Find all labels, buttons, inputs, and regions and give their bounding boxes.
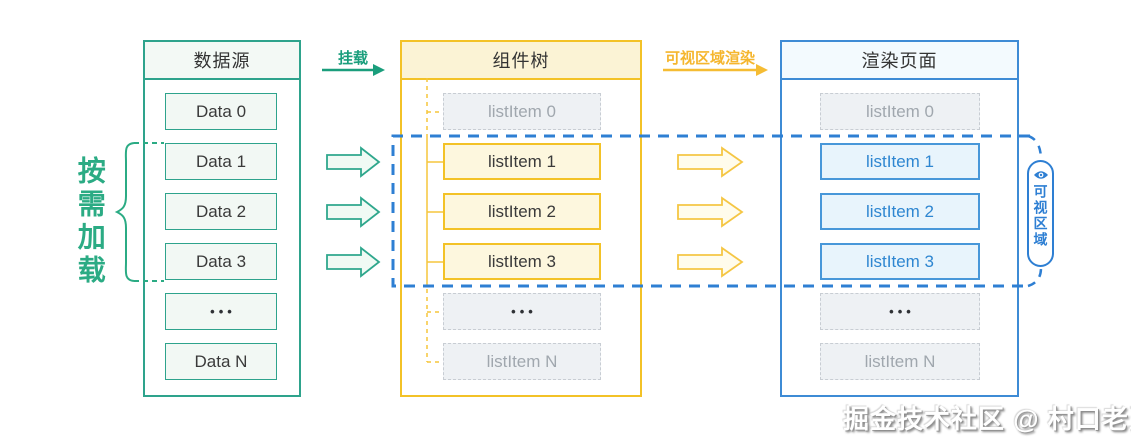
data-source-item-2: Data 2 [165,193,277,230]
render-item-3: listItem 3 [820,243,980,280]
on-demand-load-label: 按需加载 [74,156,106,288]
render-flow-arrow-3 [677,246,744,278]
data-source-item-n: Data N [165,343,277,380]
visible-area-connector-bottom [1027,267,1043,288]
data-source-title: 数据源 [145,42,299,80]
watermark: 掘金技术社区 @ 村口老王 [843,404,1131,434]
data-source-item-3: Data 3 [165,243,277,280]
tree-item-2: listItem 2 [443,193,601,230]
tree-item-ellipsis: ••• [443,293,601,330]
visible-area-connector-top [1027,134,1043,161]
render-flow-arrow-1 [677,146,744,178]
data-source-item-0: Data 0 [165,93,277,130]
data-flow-arrow-2 [326,196,381,228]
render-item-1: listItem 1 [820,143,980,180]
viewport-render-label: 可视区域渲染 [664,50,755,67]
render-page-title: 渲染页面 [782,42,1017,80]
tree-item-3: listItem 3 [443,243,601,280]
data-flow-arrow-3 [326,246,381,278]
tree-item-0: listItem 0 [443,93,601,130]
tree-item-1: listItem 1 [443,143,601,180]
component-tree-title: 组件树 [402,42,640,80]
data-source-item-1: Data 1 [165,143,277,180]
data-flow-arrow-1 [326,146,381,178]
visible-area-label: 可视区域 [1032,184,1049,248]
mount-label: 挂载 [337,50,368,67]
render-item-ellipsis: ••• [820,293,980,330]
eye-icon [1033,171,1048,179]
tree-item-n: listItem N [443,343,601,380]
render-item-n: listItem N [820,343,980,380]
visible-area-tag: 可视区域 [1027,160,1054,267]
render-item-2: listItem 2 [820,193,980,230]
render-flow-arrow-2 [677,196,744,228]
data-source-item-ellipsis: ••• [165,293,277,330]
brace-icon [114,142,135,282]
render-item-0: listItem 0 [820,93,980,130]
